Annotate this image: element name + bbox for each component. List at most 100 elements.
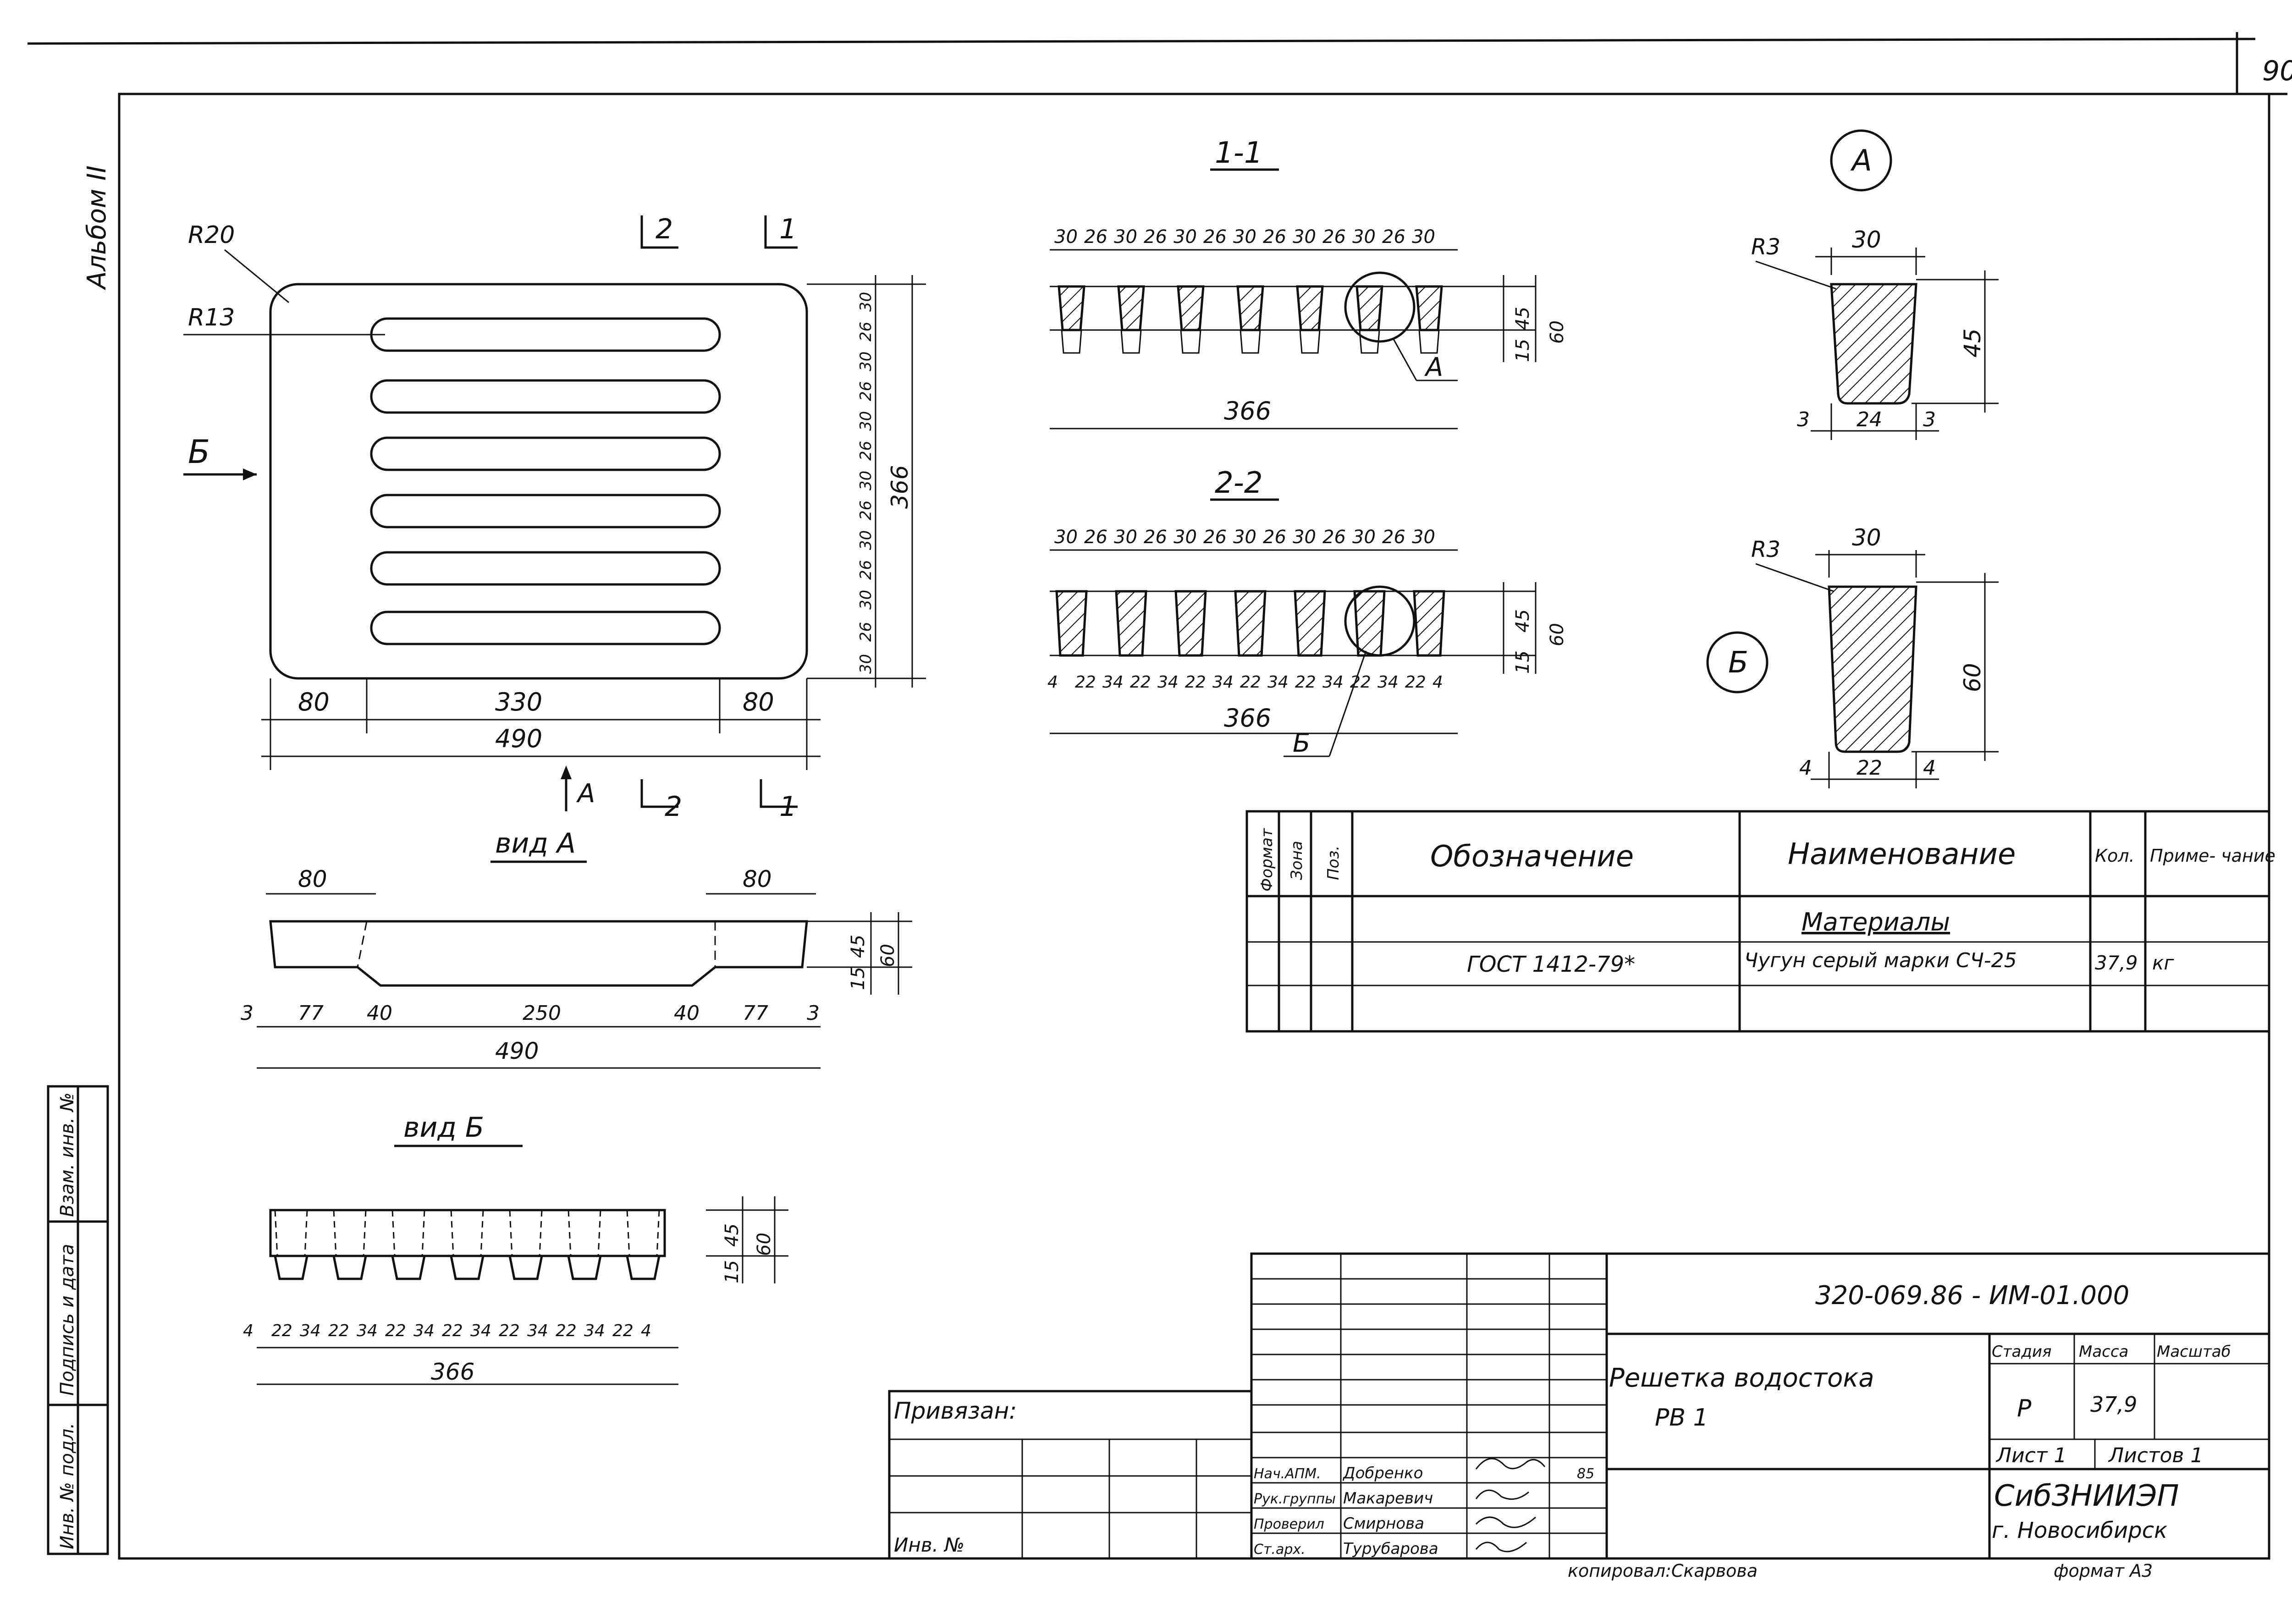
detail-b-dim-bottom-1: 4 [1799, 756, 1812, 780]
detail-b-dim-bottom-2: 22 [1857, 756, 1882, 780]
dim-label: 30 [1114, 226, 1137, 248]
view-b-hidden [656, 1210, 660, 1256]
plan-side-dim-7: 30 [857, 471, 875, 490]
plan-side-dim-12: 26 [857, 622, 875, 642]
title-sheets: Листов 1 [2108, 1444, 2203, 1467]
rib-section [1294, 590, 1326, 657]
view-b-rib [567, 1255, 602, 1280]
detail-b-profile [1828, 585, 1917, 753]
section-2-2-h2: 60 [1547, 623, 1568, 646]
dim-label: 34 [527, 1321, 548, 1340]
view-a-h2: 60 [877, 944, 898, 967]
rib-section [1055, 590, 1088, 657]
view-b-hidden [363, 1210, 367, 1256]
plan-side-dim-9: 30 [857, 530, 875, 550]
section-1-1-h1: 45 [1512, 307, 1533, 330]
format-label: формат A3 [2054, 1561, 2153, 1581]
rib-section [1355, 285, 1383, 331]
dim-label: 30 [1293, 226, 1316, 248]
dim-label: 22 [442, 1321, 463, 1340]
side-stamp: Взам. инв. № Подпись и дата Инв. № подл. [47, 1085, 109, 1555]
section-1-1-ribs [1058, 285, 1443, 354]
dim-label: 34 [357, 1321, 378, 1340]
view-b-rib [391, 1255, 426, 1280]
view-b-rib [626, 1255, 661, 1280]
section-1-1-callout: A [1424, 352, 1443, 382]
detail-a-profile [1830, 283, 1917, 405]
view-a-marker: A [576, 779, 595, 809]
spec-header-zone: Зона [1288, 841, 1306, 880]
view-b-rib [274, 1255, 309, 1280]
title-stage-label: Стадия [1992, 1343, 2051, 1361]
dim-label: 34 [1267, 673, 1289, 692]
detail-b-dim-height: 60 [1959, 663, 1986, 692]
rib-section [1236, 285, 1264, 331]
dim-label: 22 [499, 1321, 520, 1340]
dim-label: 34 [584, 1321, 605, 1340]
view-b-rib [508, 1255, 543, 1280]
section-2-2-h1: 45 [1512, 609, 1533, 633]
dim-label: 30 [1412, 527, 1435, 548]
signature-4 [1475, 1541, 1527, 1552]
slot [370, 611, 721, 645]
spec-row-note: кг [2152, 952, 2174, 974]
view-a-bottom-6: 77 [743, 1002, 768, 1025]
dim-label: 22 [1405, 673, 1426, 692]
view-b-hidden [421, 1210, 425, 1256]
signer-name-3: Смирнова [1343, 1514, 1424, 1533]
plan-side-dim-1: 30 [857, 292, 875, 312]
side-stamp-cell-2: Подпись и дата [57, 1244, 78, 1396]
view-b-h3: 15 [722, 1260, 743, 1283]
view-a-bottom-2: 77 [298, 1002, 324, 1025]
view-a-bottom-4: 250 [523, 1002, 561, 1025]
dim-label: 26 [1084, 226, 1107, 248]
dim-label: 4 [1047, 673, 1058, 692]
dim-label: 30 [1412, 226, 1435, 248]
rib-lip [1418, 330, 1440, 354]
plan-side-dim-3: 30 [857, 352, 875, 371]
section-mark-2-top: 2 [656, 213, 673, 245]
signer-role-2: Рук.группы [1254, 1491, 1336, 1507]
view-a-bottom-7: 3 [807, 1002, 820, 1025]
plan-dim-height: 366 [887, 465, 913, 509]
view-a-bottom-3: 40 [367, 1002, 392, 1025]
dim-label: 30 [1114, 527, 1137, 548]
title-sheet: Лист 1 [1995, 1444, 2066, 1467]
slot [370, 317, 721, 352]
dim-label: 22 [385, 1321, 406, 1340]
title-mass-label: Масса [2079, 1343, 2128, 1361]
rib-lip [1240, 330, 1261, 354]
title-scale-label: Масштаб [2157, 1343, 2231, 1361]
rib-section [1058, 285, 1085, 331]
slots [370, 317, 721, 645]
plan-side-dim-6: 26 [857, 441, 875, 461]
dim-label: 30 [1233, 226, 1256, 248]
view-b-rib [450, 1255, 485, 1280]
view-b-title: вид Б [403, 1112, 484, 1144]
detail-b-circle [1706, 631, 1769, 694]
rib-lip [1180, 330, 1201, 354]
rib-section [1234, 590, 1267, 657]
signer-name-4: Турубарова [1343, 1540, 1438, 1558]
dim-label: 34 [413, 1321, 435, 1340]
view-b-marker: Б [188, 433, 210, 471]
dim-label: 26 [1322, 226, 1346, 248]
view-b-hidden [539, 1210, 543, 1256]
detail-b-marker: Б [1728, 646, 1748, 680]
dim-label: 22 [1240, 673, 1261, 692]
copied-by: копировал:Скарвова [1568, 1561, 1758, 1581]
title-linked: Привязан: [894, 1398, 1017, 1424]
signature-3 [1475, 1516, 1536, 1528]
dim-label: 34 [1157, 673, 1179, 692]
title-stage: Р [2017, 1395, 2032, 1422]
detail-a-marker: A [1850, 144, 1872, 178]
view-b-hidden [597, 1210, 601, 1256]
dim-label: 34 [1322, 673, 1344, 692]
view-a-top-1: 80 [298, 866, 327, 892]
dim-label: 22 [1350, 673, 1371, 692]
dim-label: 26 [1382, 527, 1405, 548]
section-mark-1-top: 1 [779, 213, 797, 245]
section-2-2-ribs [1055, 590, 1445, 657]
